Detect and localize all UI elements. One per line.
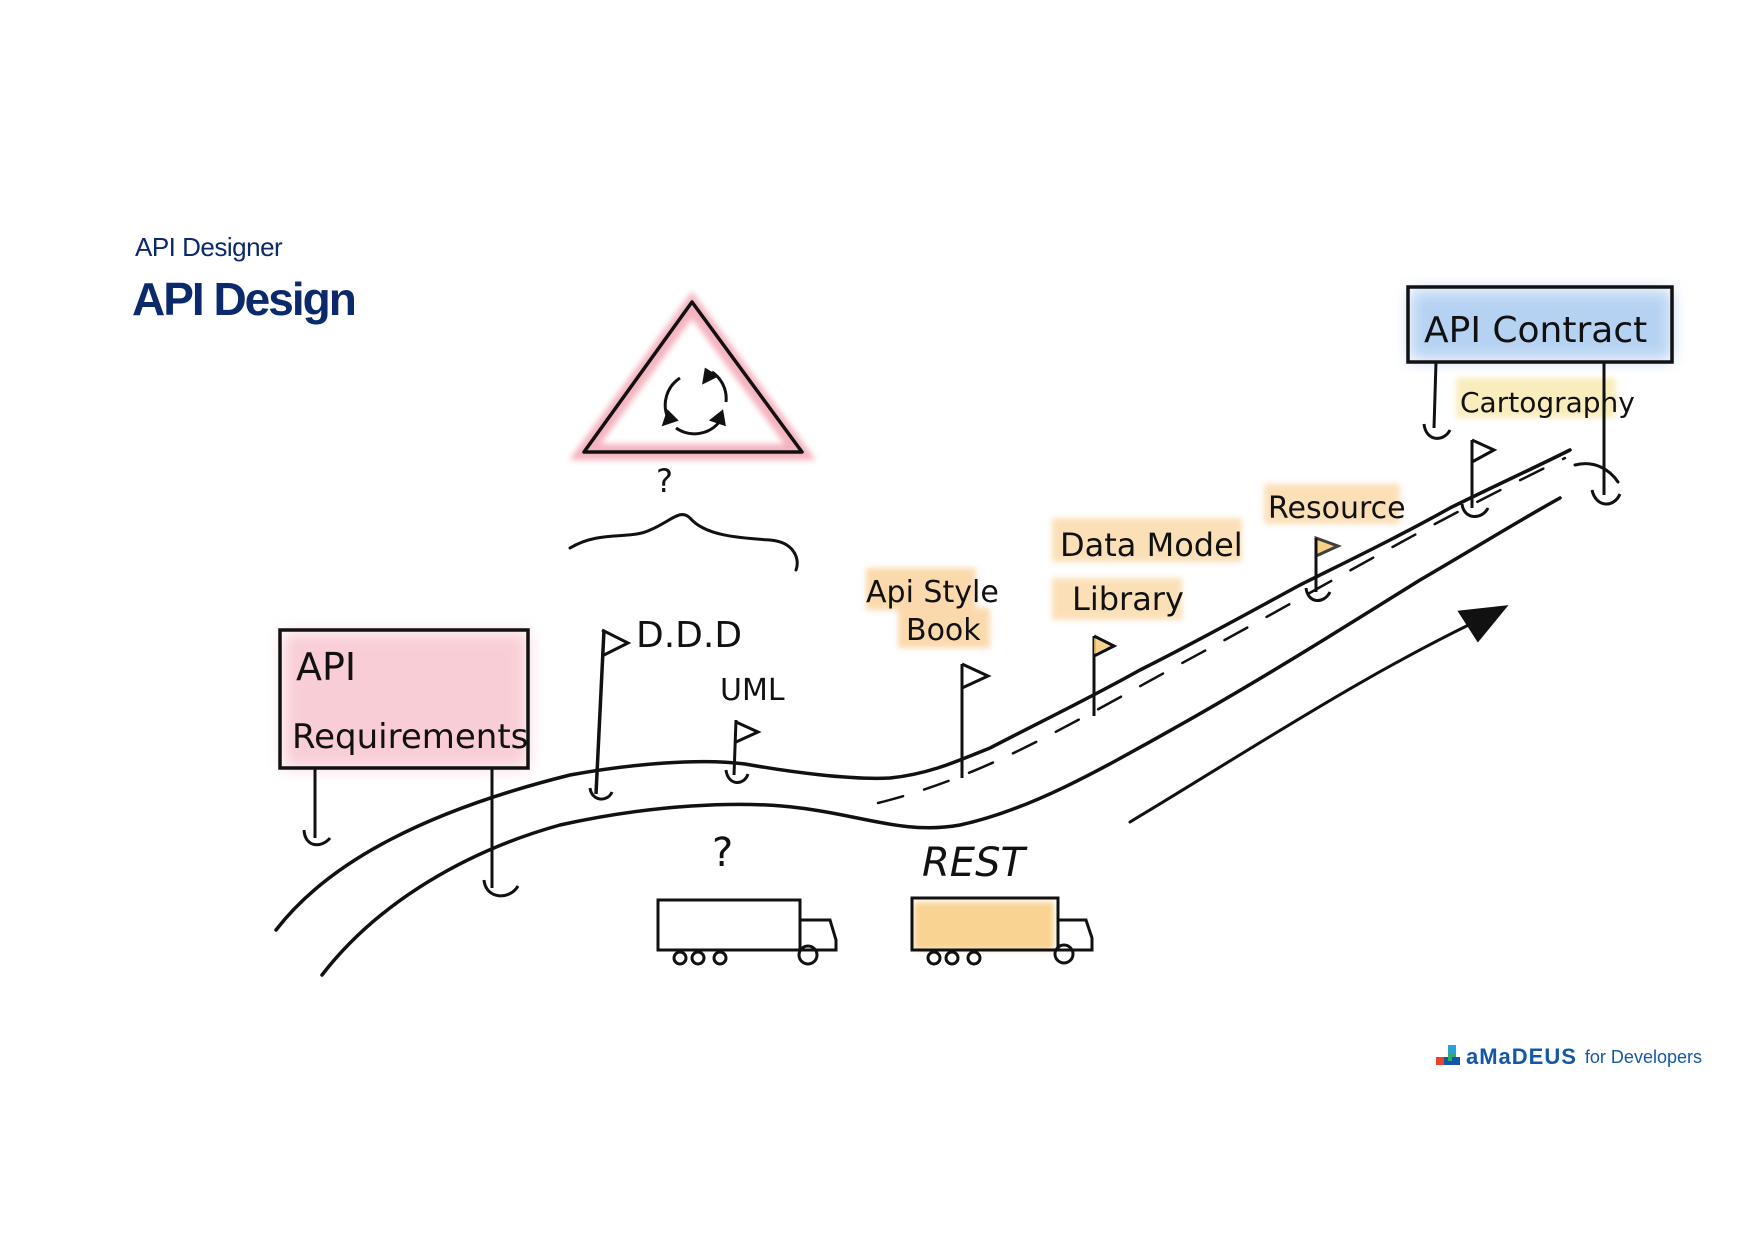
slide-title: API Design [132, 273, 357, 325]
data-model-label-line2: Library [1072, 580, 1184, 618]
logo-square-red [1436, 1057, 1444, 1065]
amadeus-logo-icon [1436, 1045, 1460, 1065]
slide-subtitle: API Designer [135, 232, 283, 262]
api-contract-label: API Contract [1424, 310, 1647, 351]
road-bend-hook [1573, 462, 1620, 484]
api-requirements-label-line1: API [296, 645, 356, 689]
ddd-flag: D.D.D [588, 615, 742, 801]
api-contract-sign: API Contract [1406, 285, 1674, 506]
brand-tagline: for Developers [1584, 1046, 1702, 1067]
api-requirements-label-line2: Requirements [292, 717, 528, 757]
uml-label: UML [720, 673, 785, 708]
uml-flag: UML [720, 673, 785, 784]
curly-brace [568, 513, 799, 572]
roundabout-warning-sign: ? [568, 291, 816, 572]
api-style-book-label-line1: Api Style [866, 575, 999, 610]
data-model-label-line1: Data Model [1060, 526, 1243, 564]
api-style-book-flag: Api Style Book [866, 568, 999, 778]
rest-label: REST [922, 840, 1028, 886]
roundabout-icon [661, 367, 728, 436]
api-requirements-sign: API Requirements [278, 628, 530, 898]
truck-rest: REST [910, 840, 1094, 966]
road-centerline [876, 456, 1567, 805]
data-model-library-flag: Data Model Library [1052, 518, 1243, 716]
logo-square-blue [1448, 1045, 1456, 1053]
resource-label: Resource [1268, 491, 1406, 526]
direction-arrow [1128, 605, 1509, 824]
road [274, 448, 1620, 977]
brand-name: aMaDEUS [1466, 1044, 1577, 1069]
logo-square-navy-2 [1452, 1057, 1460, 1065]
api-style-book-label-line2: Book [906, 613, 981, 648]
resource-flag: Resource [1264, 484, 1406, 602]
truck-question-mark: ? [712, 830, 733, 876]
road-upper-edge [274, 448, 1572, 932]
truck-unknown: ? [656, 830, 838, 966]
road-lower-edge [320, 496, 1562, 977]
ddd-label: D.D.D [636, 615, 742, 656]
cartography-flag: Cartography [1456, 378, 1635, 518]
amadeus-brand: aMaDEUS for Developers [1436, 1040, 1702, 1074]
sign-question-mark: ? [656, 462, 673, 500]
cartography-label: Cartography [1460, 386, 1635, 419]
